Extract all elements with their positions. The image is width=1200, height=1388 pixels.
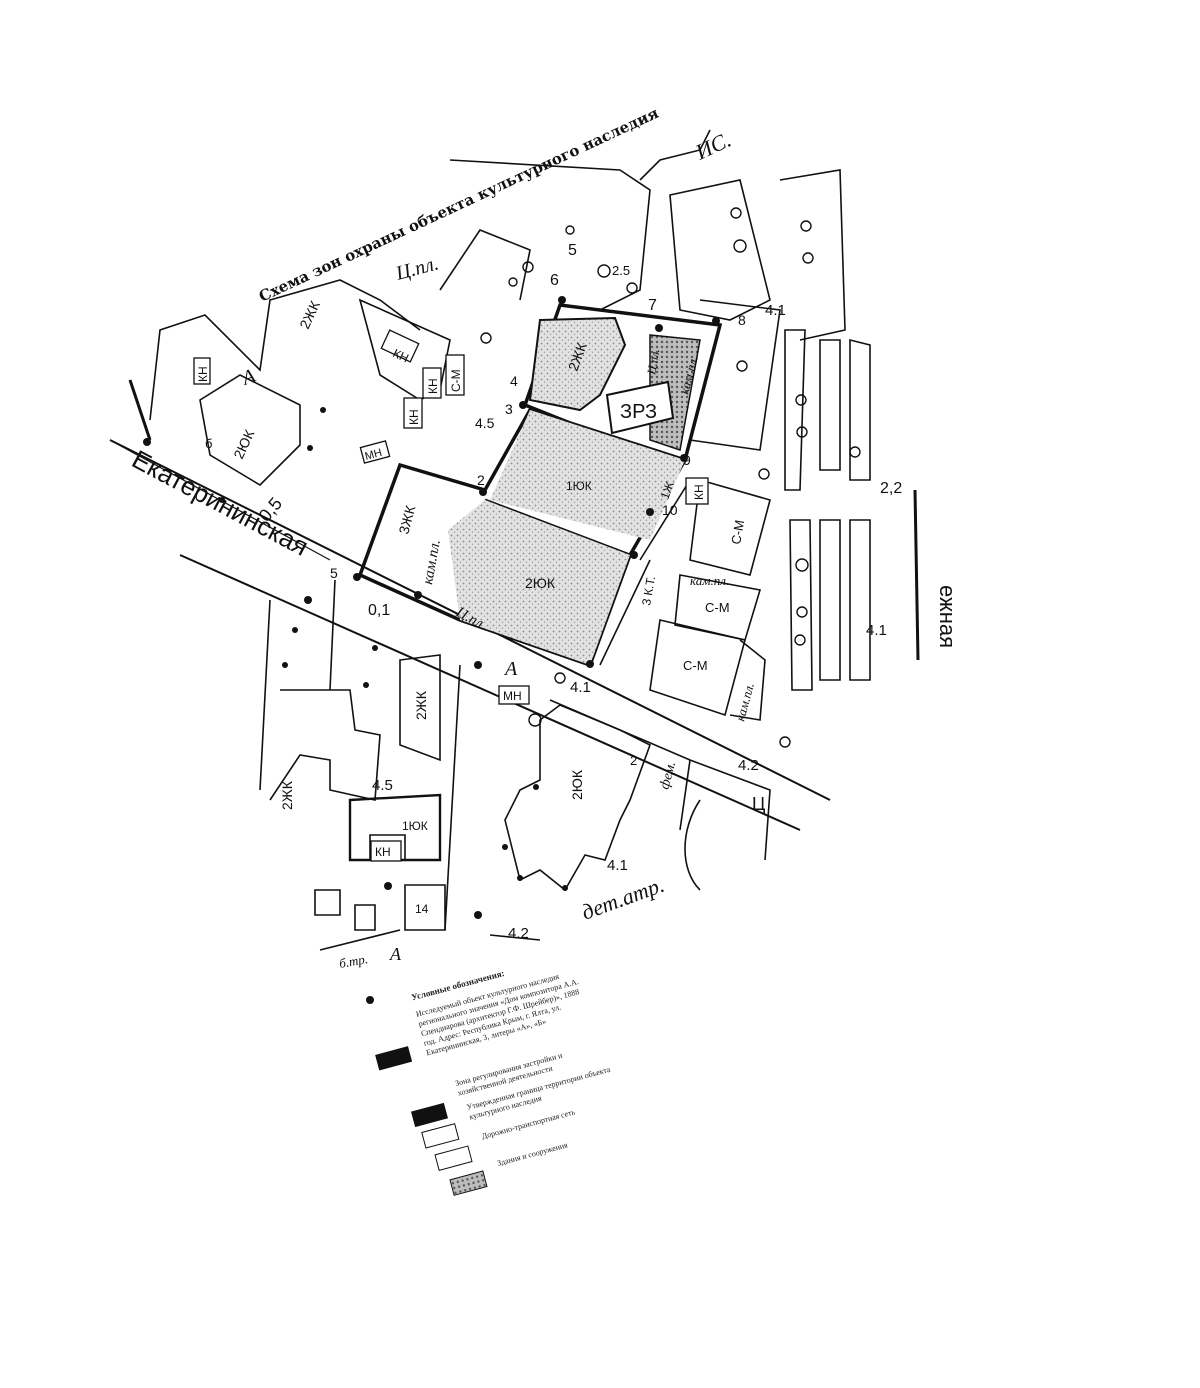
svg-text:10: 10	[662, 502, 678, 518]
building-label: 2ЖК	[279, 780, 295, 810]
legend-swatch-object	[375, 1046, 413, 1071]
svg-text:2.5: 2.5	[612, 263, 630, 278]
road-letter: А	[389, 944, 402, 964]
building-label: 2ЖК	[296, 298, 323, 332]
kn-label: КН	[196, 366, 210, 382]
svg-text:6: 6	[550, 272, 559, 289]
top-partial-label: ИС.	[691, 127, 735, 165]
legend: Условные обозначения: Исследуемый объект…	[375, 968, 611, 1196]
mn-label: МН	[364, 447, 384, 463]
building-number: 14	[415, 902, 429, 916]
legend-item-object: Исследуемый объект культурного наследия …	[414, 971, 581, 1058]
building-label: 3 К.Т.	[639, 575, 658, 607]
svg-text:5: 5	[330, 565, 338, 581]
fem-label: фем.	[657, 760, 679, 791]
building-label: 2ЮК	[569, 769, 585, 800]
sm-markers	[445, 354, 465, 396]
c-pl-label: Ц.пл.	[393, 252, 441, 285]
legend-swatch-roads	[434, 1145, 473, 1171]
building-label: 1ЮК	[402, 819, 428, 833]
svg-text:0,1: 0,1	[368, 602, 390, 619]
svg-text:4.1: 4.1	[570, 679, 591, 696]
road-letter: А	[237, 365, 259, 391]
svg-text:4.1: 4.1	[866, 622, 887, 639]
kn-label: КН	[407, 409, 421, 425]
svg-text:4.5: 4.5	[372, 777, 393, 794]
mn-label: МН	[503, 689, 522, 703]
building-label: 2ЮК	[525, 575, 556, 591]
svg-text:8: 8	[738, 312, 746, 328]
svg-text:2: 2	[477, 472, 485, 488]
det-atr-label: дет.атр.	[578, 872, 667, 925]
kn-label: КН	[375, 845, 391, 859]
sm-label: С-М	[683, 658, 708, 673]
svg-text:7: 7	[648, 297, 657, 314]
mn-markers	[359, 440, 530, 705]
building-label: 2ЮК	[230, 426, 258, 461]
street-partial-right: ежная	[935, 585, 960, 648]
svg-text:3: 3	[505, 401, 513, 417]
c-pl-label: Ц.пл.	[644, 348, 662, 377]
building-label: 1Ж	[658, 480, 677, 501]
tree-symbols	[480, 207, 861, 748]
sm-label: С-М	[728, 519, 747, 546]
legend-swatch-buildings	[449, 1170, 488, 1196]
svg-text:б: б	[205, 436, 212, 451]
svg-text:4.2: 4.2	[738, 757, 759, 774]
building-label: 2ЖК	[413, 690, 429, 720]
kam-pl-label: кам.пл.	[690, 573, 729, 588]
road-letter: А	[503, 658, 518, 680]
legend-swatch-zrz	[411, 1102, 448, 1128]
svg-text:2: 2	[630, 753, 637, 768]
svg-text:4.1: 4.1	[607, 857, 628, 874]
building-label: 3ЖК	[395, 503, 418, 536]
kam-pl-label: кам.пл.	[732, 681, 757, 723]
plan-lines	[109, 129, 920, 951]
kn-label: КН	[426, 378, 440, 394]
legend-swatch-boundary	[421, 1123, 460, 1149]
object-territory-lower	[448, 500, 630, 665]
b-tr-label: б.тр.	[338, 951, 369, 971]
svg-text:4.5: 4.5	[475, 415, 495, 431]
boundary-points	[143, 296, 720, 1004]
zrz-label: ЗРЗ	[620, 401, 657, 423]
object-territory-upper	[490, 410, 685, 540]
object-building-upper	[528, 316, 627, 412]
kn-label: КН	[391, 346, 411, 365]
kn-label: КН	[692, 484, 706, 500]
road-letter: Ц	[752, 794, 765, 814]
svg-text:9: 9	[683, 452, 691, 468]
svg-text:2,2: 2,2	[880, 480, 902, 497]
sm-label: С-М	[449, 369, 463, 392]
svg-text:5: 5	[568, 242, 577, 259]
building-label: 1ЮК	[566, 479, 592, 493]
kam-pl-label: кам.пл.	[420, 538, 444, 585]
sm-label: С-М	[705, 600, 730, 615]
svg-text:4.2: 4.2	[508, 925, 529, 942]
kn-markers	[193, 329, 709, 862]
zrz-label-box	[605, 380, 675, 435]
svg-text:4: 4	[510, 373, 518, 389]
svg-text:4.1: 4.1	[765, 302, 786, 319]
